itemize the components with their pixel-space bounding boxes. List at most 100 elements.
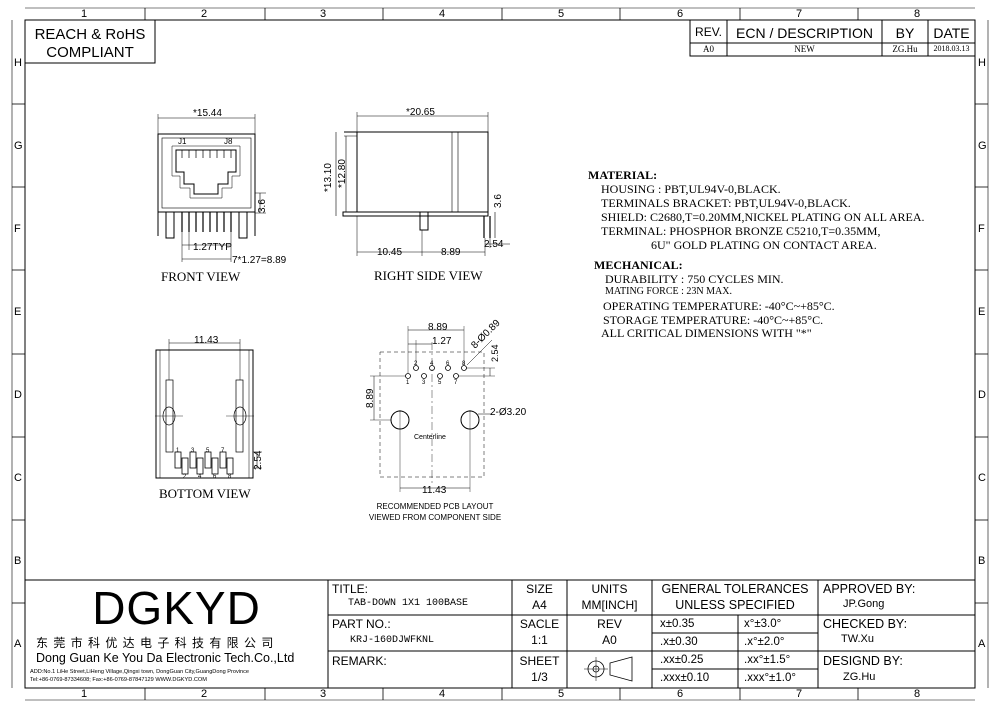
- pcb-pin-number: 8: [462, 361, 466, 367]
- column-label: 4: [439, 8, 446, 20]
- title-value: TAB-DOWN 1X1 100BASE: [348, 598, 469, 609]
- rev-header: REV.: [695, 25, 722, 39]
- dimension-label: 1.27TYP: [193, 242, 232, 253]
- column-label: 4: [439, 688, 446, 700]
- material-line: 6U" GOLD PLATING ON CONTACT AREA.: [651, 238, 877, 252]
- sheet-label: SHEET: [519, 654, 560, 668]
- dimension-label: 8.89: [428, 322, 448, 333]
- part-label: PART NO.:: [332, 617, 391, 631]
- dimension-label: 11.43: [194, 335, 219, 346]
- column-label: 5: [558, 688, 565, 700]
- pin-number: 3: [191, 448, 195, 454]
- pcb-pin-number: 2: [414, 361, 418, 367]
- column-label: 7: [796, 8, 803, 20]
- dimension-label: 7*1.27=8.89: [232, 255, 287, 266]
- revision-table: [689, 19, 976, 57]
- tolerance-linear: .xxx±0.10: [660, 672, 710, 684]
- company-name-en: Dong Guan Ke You Da Electronic Tech.Co.,…: [36, 651, 295, 665]
- scale-label: SACLE: [519, 617, 560, 631]
- part-value: KRJ-160DJWFKNL: [350, 635, 435, 646]
- pin-label: J1: [178, 137, 187, 146]
- dimension-label: 3.6: [257, 199, 268, 213]
- checked-label: CHECKED BY:: [823, 617, 908, 631]
- row-label: C: [978, 472, 986, 484]
- pin-number: 7: [221, 448, 225, 454]
- tolerance-angular: .xx°±1.5°: [744, 654, 791, 666]
- row-label: B: [978, 555, 986, 567]
- tolerance-linear: .x±0.30: [660, 636, 698, 648]
- scale-value: 1:1: [531, 633, 548, 647]
- row-label: G: [978, 140, 987, 152]
- pin-number: 8: [228, 474, 232, 480]
- row-label: F: [978, 223, 985, 235]
- dimension-label: *12.80: [337, 159, 348, 188]
- dimension-label: 2.54: [253, 450, 264, 470]
- compliance-line-1: REACH & RoHS: [34, 26, 146, 43]
- column-label: 1: [81, 688, 88, 700]
- column-label: 1: [81, 8, 88, 20]
- pcb-pin-number: 6: [446, 361, 450, 367]
- row-label: E: [978, 306, 986, 318]
- tolerance-angular: .x°±2.0°: [744, 636, 785, 648]
- tolerance-linear: .xx±0.25: [660, 654, 704, 666]
- material-line: TERMINALS BRACKET: PBT,UL94V-0,BLACK.: [601, 196, 851, 210]
- rev-value: A0: [703, 44, 714, 54]
- compliance-line-2: COMPLIANT: [46, 44, 134, 61]
- row-label: H: [978, 57, 986, 69]
- tolerance-angular: x°±3.0°: [744, 618, 782, 630]
- right-side-view-drawing: [335, 112, 510, 256]
- approved-label: APPROVED BY:: [823, 582, 916, 596]
- row-label: B: [14, 555, 22, 567]
- company-name-cn: 东 莞 市 科 优 达 电 子 科 技 有 限 公 司: [36, 636, 275, 650]
- dimension-label: 10.45: [377, 247, 403, 258]
- row-label: G: [14, 140, 23, 152]
- title-label: TITLE:: [332, 582, 369, 596]
- company-contact: Tel:+86-0769-87334608; Fax:+86-0769-8784…: [30, 677, 207, 683]
- pcb-layout-caption-2: VIEWED FROM COMPONENT SIDE: [368, 513, 502, 522]
- tolerance-linear: x±0.35: [660, 618, 695, 630]
- material-line: HOUSING : PBT,UL94V-0,BLACK.: [601, 182, 781, 196]
- designed-value: ZG.Hu: [843, 671, 876, 683]
- column-label: 3: [320, 688, 327, 700]
- company-address: ADD:No.1 LiHe Street,LiHeng Village,Qing…: [30, 669, 249, 675]
- pcb-layout-caption-1: RECOMMENDED PCB LAYOUT: [376, 502, 494, 511]
- column-label: 6: [677, 688, 684, 700]
- dimension-label: 8.89: [441, 247, 461, 258]
- tolerance-heading-1: GENERAL TOLERANCES: [661, 582, 809, 596]
- pcb-pin-number: 7: [454, 380, 458, 386]
- material-line: SHIELD: C2680,T=0.20MM,NICKEL PLATING ON…: [601, 210, 925, 224]
- row-label: C: [14, 472, 22, 484]
- row-label: D: [978, 389, 986, 401]
- rev-value-block: A0: [602, 633, 617, 647]
- bottom-view-drawing: [155, 339, 262, 479]
- pcb-pin-number: 5: [438, 380, 442, 386]
- dimension-label: *13.10: [323, 163, 334, 192]
- mechanical-line: ALL CRITICAL DIMENSIONS WITH "*": [601, 326, 812, 340]
- pin-label: J8: [224, 137, 233, 146]
- pcb-pin-number: 1: [406, 380, 410, 386]
- dimension-label: 2.54: [490, 344, 500, 362]
- dimension-label: 2-Ø3.20: [490, 407, 527, 418]
- size-label: SIZE: [526, 582, 553, 596]
- column-label: 3: [320, 8, 327, 20]
- mechanical-title: MECHANICAL:: [594, 258, 683, 272]
- column-label: 7: [796, 688, 803, 700]
- by-header: BY: [895, 25, 915, 41]
- designed-label: DESIGND BY:: [823, 654, 903, 668]
- column-label: 8: [914, 8, 921, 20]
- column-label: 2: [201, 688, 208, 700]
- date-header: DATE: [933, 25, 970, 41]
- dimension-label: 8.89: [365, 388, 376, 408]
- pin-number: 4: [198, 474, 202, 480]
- ecn-header: ECN / DESCRIPTION: [736, 25, 873, 41]
- column-label: 6: [677, 8, 684, 20]
- pcb-layout-drawing: [370, 326, 495, 492]
- dimension-label: *20.65: [406, 107, 435, 118]
- sheet-value: 1/3: [531, 670, 548, 684]
- row-ticks: [12, 103, 988, 604]
- compliance-box: [24, 19, 156, 64]
- checked-value: TW.Xu: [841, 633, 875, 645]
- tolerance-heading-2: UNLESS SPECIFIED: [675, 598, 795, 612]
- material-title: MATERIAL:: [588, 168, 658, 182]
